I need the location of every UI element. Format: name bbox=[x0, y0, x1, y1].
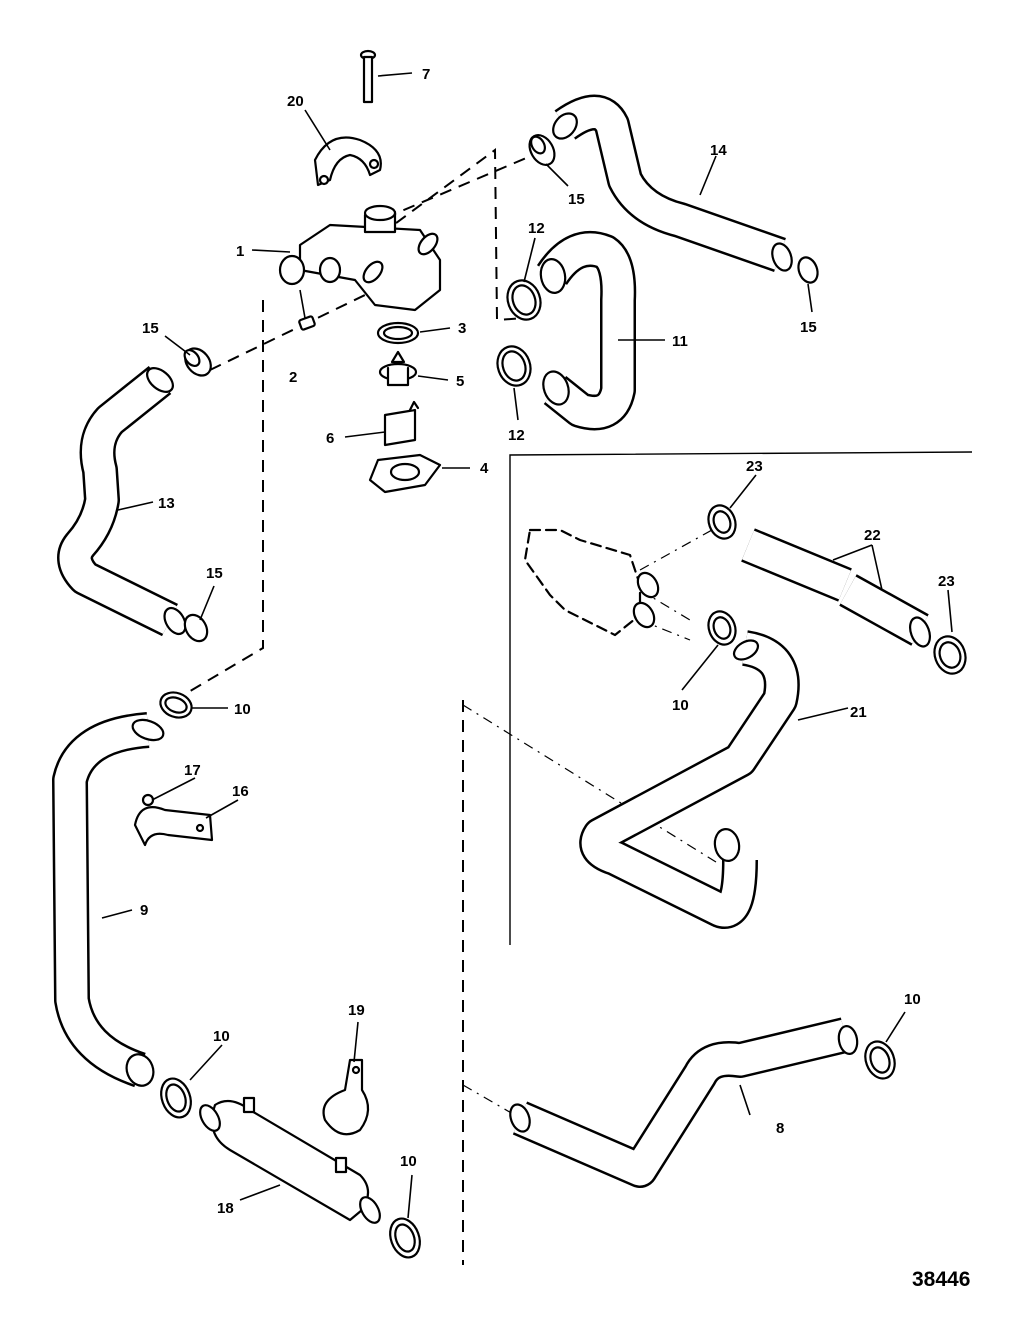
inset-frame bbox=[509, 451, 973, 945]
callout-1: 1 bbox=[236, 243, 244, 260]
hose-13 bbox=[57, 365, 187, 637]
strap-16 bbox=[133, 806, 214, 847]
plug-2 bbox=[298, 315, 316, 331]
clamp-12-upper bbox=[506, 279, 542, 321]
callout-19: 19 bbox=[348, 1002, 365, 1019]
callout-10-right: 10 bbox=[904, 991, 921, 1008]
hose-14 bbox=[552, 94, 793, 272]
clamp-23-upper bbox=[707, 504, 737, 540]
callout-10-lower-left: 10 bbox=[213, 1028, 230, 1045]
callout-12-upper: 12 bbox=[528, 220, 545, 237]
gasket-4 bbox=[368, 453, 442, 494]
callout-15-left: 15 bbox=[142, 320, 159, 337]
cooler-inset bbox=[523, 528, 660, 637]
callout-23-lower: 23 bbox=[938, 573, 955, 590]
callout-15-lower: 15 bbox=[206, 565, 223, 582]
hose-8 bbox=[509, 1017, 859, 1188]
callout-15-upper: 15 bbox=[568, 191, 585, 208]
callout-12-lower: 12 bbox=[508, 427, 525, 444]
oil-cooler-18 bbox=[199, 1096, 381, 1224]
hose-11 bbox=[536, 231, 637, 431]
clamp-23-lower bbox=[933, 635, 967, 675]
callout-4: 4 bbox=[480, 460, 489, 477]
bolt-7 bbox=[359, 49, 377, 104]
callout-22: 22 bbox=[864, 527, 881, 544]
callout-10-bottom: 10 bbox=[400, 1153, 417, 1170]
callout-3: 3 bbox=[458, 320, 466, 337]
callout-9: 9 bbox=[140, 902, 148, 919]
callout-15-right: 15 bbox=[800, 319, 817, 336]
clamp-10-upper bbox=[159, 691, 193, 719]
clamp-15-left bbox=[183, 347, 212, 377]
clamp-12-lower bbox=[496, 345, 532, 387]
callout-17: 17 bbox=[184, 762, 201, 779]
callout-5: 5 bbox=[456, 373, 464, 390]
sleeve-6 bbox=[383, 400, 420, 447]
clamp-10-right bbox=[864, 1040, 896, 1080]
callout-11: 11 bbox=[672, 333, 688, 350]
callout-18: 18 bbox=[217, 1200, 234, 1217]
hose-21 bbox=[579, 630, 800, 929]
callout-21: 21 bbox=[850, 704, 867, 721]
alignment-dashed-lines bbox=[174, 148, 731, 1265]
gasket-3 bbox=[376, 321, 420, 345]
callout-7: 7 bbox=[422, 66, 430, 83]
strap-19 bbox=[322, 1058, 370, 1136]
clamp-10-inset bbox=[707, 610, 737, 646]
clamp-15-right bbox=[797, 256, 819, 284]
leader-lines bbox=[101, 72, 953, 1219]
callout-labels: 1 2 3 4 5 6 7 8 9 10 10 10 10 10 11 12 1… bbox=[140, 66, 955, 1217]
thermostat-housing-1 bbox=[278, 204, 442, 312]
callout-23-upper: 23 bbox=[746, 458, 763, 475]
hose-9 bbox=[52, 712, 165, 1088]
clamp-15-lower bbox=[183, 613, 209, 643]
callout-16: 16 bbox=[232, 783, 249, 800]
clamp-10-bottom bbox=[389, 1217, 421, 1259]
callout-20: 20 bbox=[287, 93, 304, 110]
callout-10-upper: 10 bbox=[234, 701, 251, 718]
callout-14: 14 bbox=[710, 142, 727, 159]
screw-17 bbox=[141, 793, 155, 807]
hose-22 bbox=[741, 528, 931, 648]
clamp-10-lower-left bbox=[160, 1077, 192, 1119]
callout-6: 6 bbox=[326, 430, 334, 447]
callout-13: 13 bbox=[158, 495, 175, 512]
callout-2: 2 bbox=[289, 369, 297, 386]
thermostat-5 bbox=[378, 350, 418, 387]
callout-8: 8 bbox=[776, 1120, 784, 1137]
figure-number: 38446 bbox=[912, 1268, 970, 1291]
clamp-15-upper bbox=[528, 133, 556, 167]
callout-10-inset: 10 bbox=[672, 697, 689, 714]
bracket-20 bbox=[313, 136, 382, 187]
